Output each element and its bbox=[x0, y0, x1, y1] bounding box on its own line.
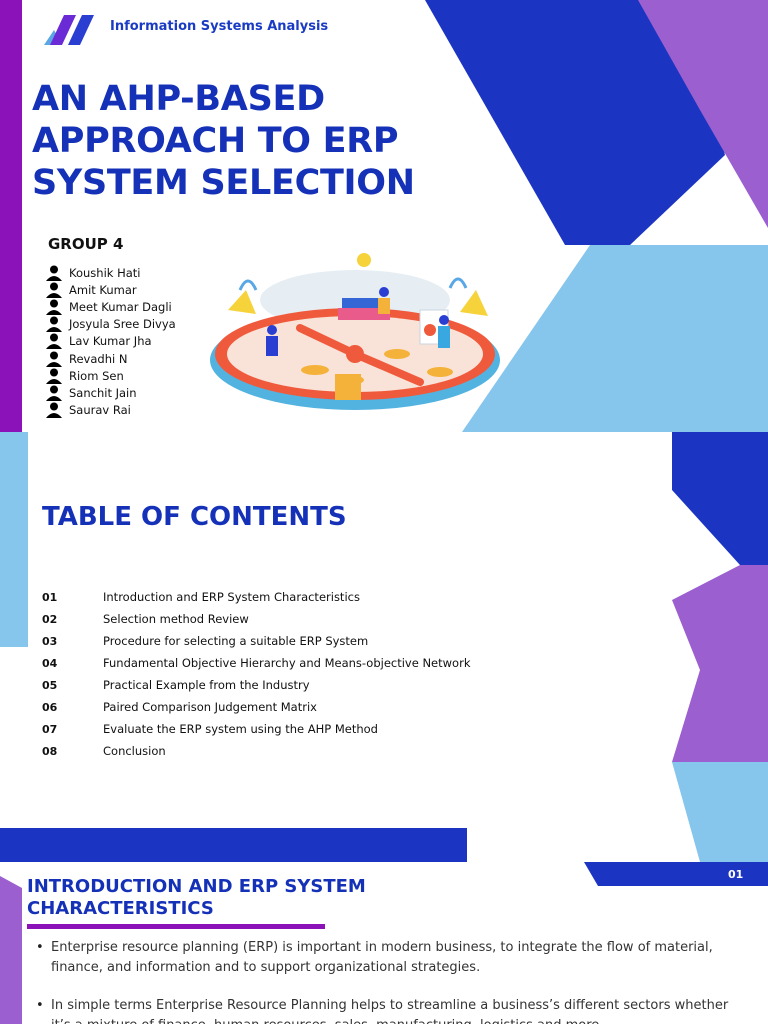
toc-number: 05 bbox=[42, 678, 58, 692]
person-icon bbox=[46, 385, 62, 401]
toc-item[interactable]: 06 Paired Comparison Judgement Matrix bbox=[42, 696, 470, 718]
toc-number: 02 bbox=[42, 612, 58, 626]
member-item: Amit Kumar bbox=[44, 281, 176, 298]
member-name: Koushik Hati bbox=[69, 265, 141, 280]
member-list: Koushik Hati Amit Kumar Meet Kumar Dagli… bbox=[44, 264, 176, 419]
member-name: Riom Sen bbox=[69, 368, 124, 383]
purple-shape-top bbox=[638, 0, 768, 228]
toc-label: Selection method Review bbox=[103, 612, 249, 626]
toc-number: 07 bbox=[42, 722, 58, 736]
brand-name: Information Systems Analysis bbox=[110, 19, 329, 34]
member-name: Meet Kumar Dagli bbox=[69, 299, 172, 314]
group-label: GROUP 4 bbox=[48, 235, 124, 253]
member-name: Revadhi N bbox=[69, 351, 128, 366]
person-icon bbox=[46, 402, 62, 419]
member-item: Revadhi N bbox=[44, 350, 176, 367]
left-accent-bar bbox=[0, 0, 22, 432]
member-item: Sanchit Jain bbox=[44, 384, 176, 401]
blue-shape-right bbox=[672, 432, 768, 565]
member-name: Lav Kumar Jha bbox=[69, 334, 152, 349]
bullet-item: In simple terms Enterprise Resource Plan… bbox=[36, 996, 740, 1024]
member-name: Saurav Rai bbox=[69, 403, 131, 418]
toc-item[interactable]: 01 Introduction and ERP System Characteri… bbox=[42, 586, 470, 608]
title-slide-background bbox=[0, 0, 768, 432]
person-icon bbox=[46, 333, 62, 350]
business-clock-illustration bbox=[210, 253, 500, 410]
left-lightblue-bar bbox=[0, 432, 28, 647]
purple-shape-right-lower bbox=[672, 670, 768, 762]
toc-label: Conclusion bbox=[103, 744, 166, 758]
toc-number: 03 bbox=[42, 634, 58, 648]
person-icon bbox=[46, 265, 62, 281]
person-icon bbox=[46, 316, 62, 333]
contents-slide-background bbox=[0, 432, 768, 862]
member-name: Josyula Sree Divya bbox=[69, 317, 176, 332]
member-item: Riom Sen bbox=[44, 367, 176, 384]
purple-shape-right bbox=[672, 560, 768, 670]
contents-slide: TABLE OF CONTENTS 01 Introduction and ERP… bbox=[0, 432, 768, 862]
blue-shape-top bbox=[425, 0, 725, 245]
toc-number: 06 bbox=[42, 700, 58, 714]
person-icon bbox=[46, 351, 62, 367]
introduction-slide: 01 INTRODUCTION AND ERP SYSTEM CHARACTER… bbox=[0, 862, 768, 1024]
toc-item[interactable]: 02 Selection method Review bbox=[42, 608, 470, 630]
title-slide: Information Systems Analysis AN AHP-BASE… bbox=[0, 0, 768, 432]
toc-label: Procedure for selecting a suitable ERP S… bbox=[103, 634, 369, 648]
toc-label: Practical Example from the Industry bbox=[103, 678, 310, 692]
person-icon bbox=[46, 299, 62, 315]
toc-item[interactable]: 07 Evaluate the ERP system using the AHP … bbox=[42, 718, 470, 740]
lightblue-shape-bottom bbox=[462, 245, 768, 432]
toc-label: Introduction and ERP System Characterist… bbox=[103, 590, 360, 604]
toc-list: 01 Introduction and ERP System Characteri… bbox=[42, 586, 470, 762]
toc-label: Paired Comparison Judgement Matrix bbox=[103, 700, 317, 714]
toc-item[interactable]: 05 Practical Example from the Industry bbox=[42, 674, 470, 696]
toc-title: TABLE OF CONTENTS bbox=[42, 502, 347, 532]
section-title: INTRODUCTION AND ERP SYSTEM CHARACTERIST… bbox=[27, 876, 366, 919]
introduction-slide-background bbox=[0, 862, 768, 1024]
section-underline bbox=[27, 924, 325, 929]
person-icon bbox=[46, 368, 62, 384]
bullet-list: Enterprise resource planning (ERP) is im… bbox=[36, 938, 740, 1024]
toc-label: Fundamental Objective Hierarchy and Mean… bbox=[103, 656, 471, 670]
page-number-tab bbox=[584, 862, 768, 886]
page-number: 01 bbox=[728, 868, 744, 881]
lightblue-shape-right bbox=[672, 762, 768, 862]
person-icon bbox=[46, 282, 62, 298]
member-item: Lav Kumar Jha bbox=[44, 333, 176, 350]
bullet-item: Enterprise resource planning (ERP) is im… bbox=[36, 938, 740, 978]
brand-logo-icon bbox=[44, 15, 94, 45]
toc-label: Evaluate the ERP system using the AHP Me… bbox=[103, 722, 378, 736]
toc-item[interactable]: 04 Fundamental Objective Hierarchy and Me… bbox=[42, 652, 470, 674]
toc-number: 01 bbox=[42, 590, 58, 604]
toc-item[interactable]: 03 Procedure for selecting a suitable ERP… bbox=[42, 630, 470, 652]
member-item: Josyula Sree Divya bbox=[44, 316, 176, 333]
toc-number: 08 bbox=[42, 744, 58, 758]
member-item: Saurav Rai bbox=[44, 402, 176, 419]
presentation-title: AN AHP-BASED APPROACH TO ERP SYSTEM SELE… bbox=[32, 79, 415, 203]
left-purple-shape bbox=[0, 876, 22, 1024]
member-name: Amit Kumar bbox=[69, 282, 137, 297]
member-name: Sanchit Jain bbox=[69, 385, 137, 400]
member-item: Koushik Hati bbox=[44, 264, 176, 281]
member-item: Meet Kumar Dagli bbox=[44, 298, 176, 315]
bottom-blue-band bbox=[0, 828, 467, 862]
toc-number: 04 bbox=[42, 656, 58, 670]
toc-item[interactable]: 08 Conclusion bbox=[42, 740, 470, 762]
